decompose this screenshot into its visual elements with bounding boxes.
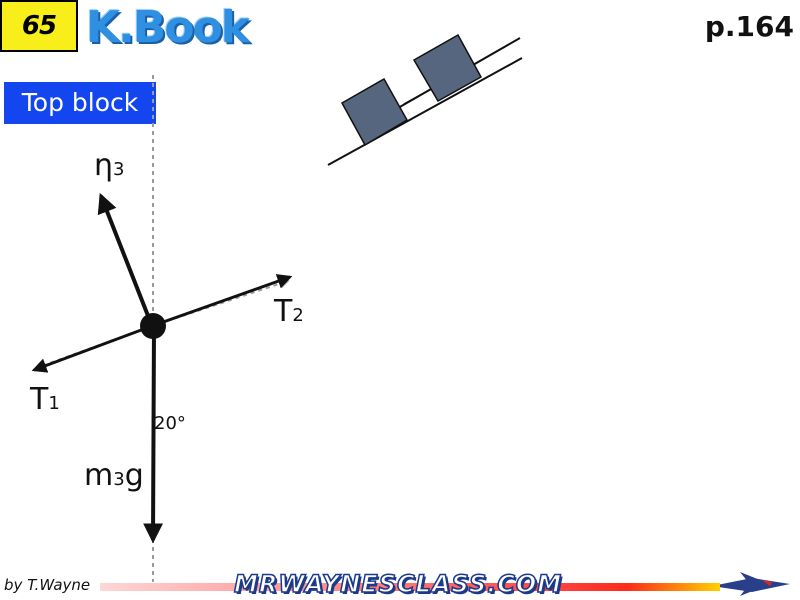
tension-2-arrow [151, 274, 293, 328]
author-credit: by T.Wayne [4, 576, 91, 594]
tension-1-arrow [31, 324, 153, 373]
normal-force-label: η3 [94, 148, 125, 183]
footer-gradient-bar [100, 583, 720, 591]
lower-block [340, 77, 409, 147]
rocket-icon [712, 572, 790, 596]
angle-label: 20° [154, 413, 186, 434]
weight-arrow [143, 325, 164, 544]
page-reference: p.164 [704, 10, 794, 43]
tension-1-label: T1 [30, 382, 60, 417]
weight-label: m3g [84, 458, 144, 493]
connecting-rope [403, 87, 434, 105]
site-link[interactable]: MRWAYNESCLASS.COM [233, 569, 563, 599]
section-label: Top block [4, 82, 156, 124]
brand-logo: K.Book [86, 2, 250, 53]
block-center-point [140, 313, 166, 339]
upper-block [412, 33, 483, 103]
tension-2-label: T2 [274, 294, 304, 329]
incline-line-lower [327, 57, 523, 166]
slide-number-badge: 65 [0, 0, 78, 52]
normal-force-arrow [97, 192, 154, 327]
slide-number: 65 [21, 11, 57, 41]
